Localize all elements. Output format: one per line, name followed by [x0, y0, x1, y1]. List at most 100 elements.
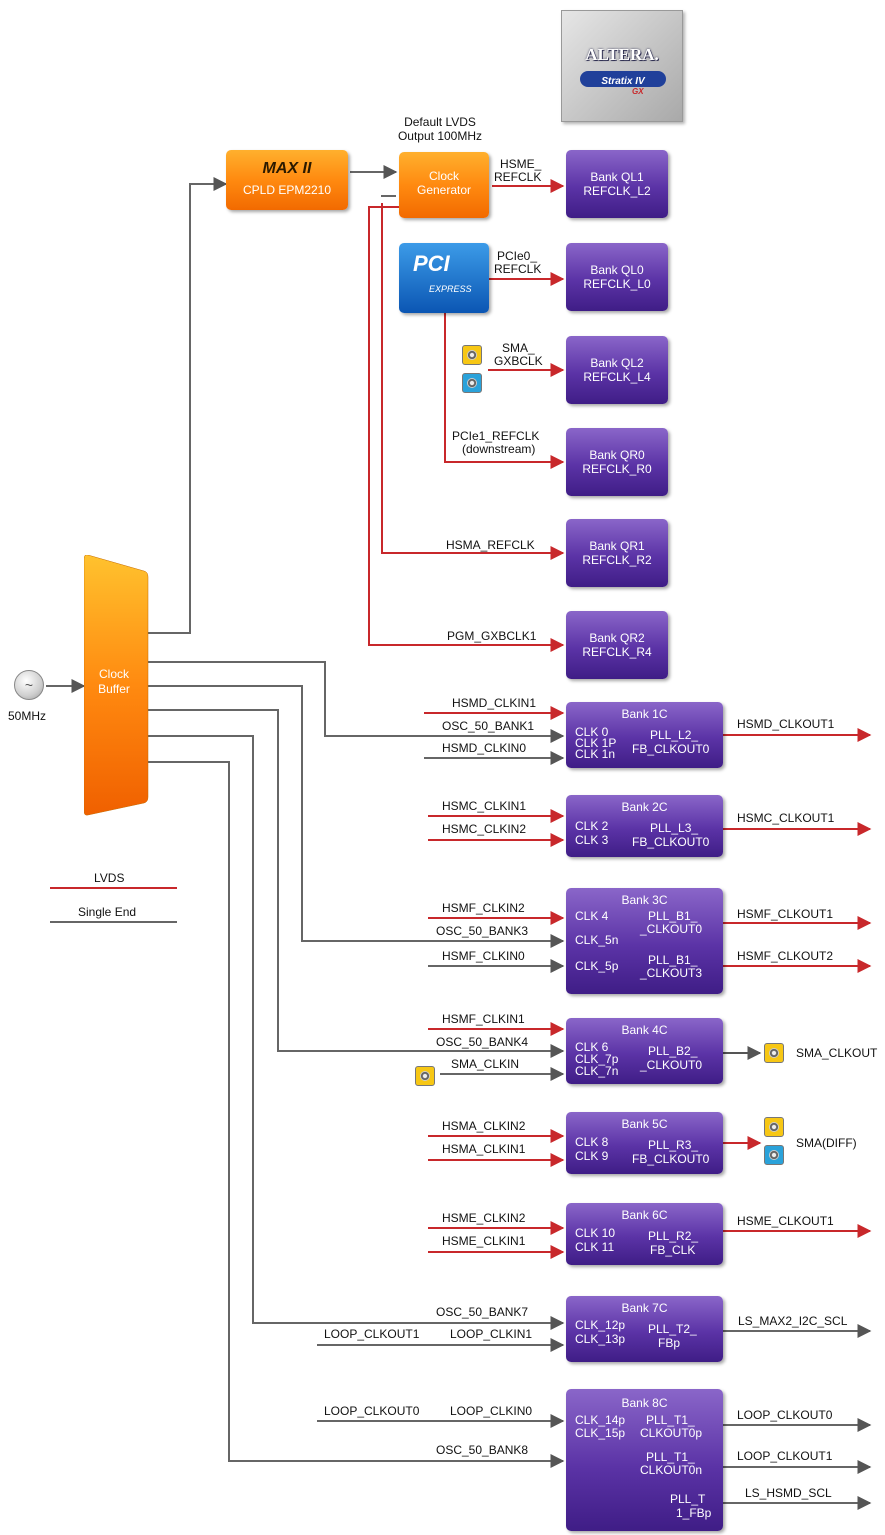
max2-cpld-block: MAX II CPLD EPM2210 — [226, 150, 348, 210]
signal-hsme-clkin1: HSME_CLKIN1 — [442, 1234, 526, 1248]
sma-clkout-connector-icon — [764, 1043, 784, 1063]
oscillator-50mhz-icon: ~ — [14, 670, 44, 700]
bank-1c: Bank 1C CLK 0 CLK 1P CLK 1n PLL_L2_ FB_C… — [566, 702, 723, 768]
pll-label: CLKOUT0p — [640, 1426, 703, 1440]
clk-label: CLK 10 — [575, 1226, 616, 1240]
signal-hsma-refclk: HSMA_REFCLK — [446, 538, 535, 552]
pll-label: CLKOUT0n — [640, 1463, 703, 1477]
bank-2c: Bank 2C CLK 2 CLK 3 PLL_L3_ FB_CLKOUT0 — [566, 795, 723, 857]
pll-label: 1_FBp — [676, 1506, 712, 1520]
clk-label: CLK_14p — [575, 1413, 626, 1427]
signal-hsma-clkin2: HSMA_CLKIN2 — [442, 1119, 526, 1133]
signal-ls-hsmd-scl: LS_HSMD_SCL — [745, 1486, 832, 1500]
signal-sma-clkin: SMA_CLKIN — [451, 1057, 520, 1071]
bank-name: Bank QR1 — [589, 539, 645, 553]
signal-hsmc-clkout1: HSMC_CLKOUT1 — [737, 811, 835, 825]
bank-5c: Bank 5C CLK 8 CLK 9 PLL_R3_ FB_CLKOUT0 — [566, 1112, 723, 1174]
bank-qr0: Bank QR0 REFCLK_R0 — [566, 428, 668, 496]
clock-gen-label-2: Generator — [416, 183, 472, 197]
pci-express-logo: PCI EXPRESS — [399, 243, 489, 313]
signal-sma-diff: SMA(DIFF) — [796, 1136, 857, 1150]
pll-label: PLL_B1_ — [648, 909, 698, 923]
bank-refclk: REFCLK_L4 — [583, 370, 651, 384]
clk-label: CLK 1n — [575, 747, 616, 761]
signal-pcie1-refclk-1: PCIe1_REFCLK — [452, 429, 540, 443]
signal-hsme-refclk-2: REFCLK — [494, 170, 542, 184]
pll-label: FB_CLK — [650, 1243, 696, 1257]
clk-label: CLK 6 — [575, 1040, 609, 1054]
clk-label: CLK 3 — [575, 833, 609, 847]
clk-label: CLK 9 — [575, 1149, 609, 1163]
signal-loop-clkout1-out: LOOP_CLKOUT1 — [737, 1449, 833, 1463]
signal-osc-50-bank8: OSC_50_BANK8 — [436, 1443, 529, 1457]
signal-osc-50-bank3: OSC_50_BANK3 — [436, 924, 529, 938]
signal-osc-50-bank4: OSC_50_BANK4 — [436, 1035, 529, 1049]
bank-ql0: Bank QL0 REFCLK_L0 — [566, 243, 668, 311]
clk-label: CLK 1P — [575, 736, 617, 750]
signal-ls-max2-i2c-scl: LS_MAX2_I2C_SCL — [738, 1314, 848, 1328]
pll-label: PLL_R3_ — [648, 1138, 699, 1152]
bank-8c: Bank 8C CLK_14p CLK_15p PLL_T1_ CLKOUT0p… — [566, 1389, 723, 1531]
signal-hsme-refclk-1: HSME_ — [500, 157, 542, 171]
legend-single-end-label: Single End — [78, 905, 137, 919]
sma-diff-connector-icon — [764, 1117, 784, 1137]
altera-brand: ALTERA. — [585, 45, 659, 64]
clk-label: CLK_12p — [575, 1318, 626, 1332]
bank-refclk: REFCLK_L0 — [583, 277, 651, 291]
clk-label: CLK_7n — [575, 1064, 619, 1078]
pci-small: EXPRESS — [429, 284, 472, 294]
bank-ql2: Bank QL2 REFCLK_L4 — [566, 336, 668, 404]
max2-label: CPLD EPM2210 — [242, 183, 332, 197]
pll-label: FB_CLKOUT0 — [632, 835, 710, 849]
bank-refclk: REFCLK_R2 — [582, 553, 652, 567]
signal-pcie1-refclk-2: (downstream) — [462, 442, 536, 456]
pll-label: FB_CLKOUT0 — [632, 1152, 710, 1166]
stratix-label: Stratix IV — [601, 76, 645, 87]
bank-name: Bank QL0 — [590, 263, 644, 277]
signal-pcie0-refclk-2: REFCLK — [494, 262, 542, 276]
signal-hsmf-clkin0: HSMF_CLKIN0 — [442, 949, 525, 963]
bank-title: Bank 3C — [621, 893, 668, 907]
clock-generator-block: Clock Generator — [399, 152, 489, 218]
clk-label: CLK 4 — [575, 909, 609, 923]
pll-label: PLL_T — [670, 1492, 706, 1506]
bank-name: Bank QR0 — [589, 448, 645, 462]
bank-7c: Bank 7C CLK_12p CLK_13p PLL_T2_ FBp — [566, 1296, 723, 1362]
legend-lvds-label: LVDS — [94, 871, 125, 885]
bank-refclk: REFCLK_R0 — [582, 462, 652, 476]
pll-label: PLL_R2_ — [648, 1229, 699, 1243]
signal-hsmf-clkin1: HSMF_CLKIN1 — [442, 1012, 525, 1026]
clock-buffer-block — [84, 555, 149, 816]
pll-label: PLL_L3_ — [650, 821, 699, 835]
signal-loop-clkin0: LOOP_CLKIN0 — [450, 1404, 533, 1418]
clock-gen-note-2: Output 100MHz — [397, 129, 483, 143]
signal-hsmf-clkout2: HSMF_CLKOUT2 — [737, 949, 834, 963]
clock-buffer-label-2: Buffer — [98, 682, 130, 696]
signal-loop-clkout1: LOOP_CLKOUT1 — [324, 1327, 420, 1341]
bank-refclk: REFCLK_L2 — [583, 184, 651, 198]
pll-label: _CLKOUT0 — [640, 922, 703, 936]
signal-loop-clkout0-out: LOOP_CLKOUT0 — [737, 1408, 833, 1422]
signal-hsme-clkout1: HSME_CLKOUT1 — [737, 1214, 834, 1228]
signal-sma-gxbclk-2: GXBCLK — [494, 354, 543, 368]
bank-name: Bank QL1 — [590, 170, 644, 184]
bank-4c: Bank 4C CLK 6 CLK_7p CLK_7n PLL_B2_ _CLK… — [566, 1018, 723, 1084]
pll-label: PLL_T1_ — [646, 1413, 695, 1427]
signal-hsmc-clkin2: HSMC_CLKIN2 — [442, 822, 527, 836]
altera-stratix-logo: ALTERA. Stratix IV GX — [561, 10, 683, 122]
bank-3c: Bank 3C CLK 4 CLK_5n CLK_5p PLL_B1_ _CLK… — [566, 888, 723, 994]
sma-clkin-connector-icon — [415, 1066, 435, 1086]
signal-hsmd-clkin1: HSMD_CLKIN1 — [452, 696, 537, 710]
signal-sma-gxbclk-1: SMA_ — [502, 341, 535, 355]
clk-label: CLK_5p — [575, 959, 619, 973]
clock-gen-label-1: Clock — [428, 169, 459, 183]
signal-sma-clkout: SMA_CLKOUT — [796, 1046, 878, 1060]
clk-label: CLK 0 — [575, 725, 609, 739]
pll-label: FBp — [658, 1336, 681, 1350]
bank-qr1: Bank QR1 REFCLK_R2 — [566, 519, 668, 587]
signal-hsma-clkin1: HSMA_CLKIN1 — [442, 1142, 526, 1156]
bank-title: Bank 5C — [621, 1117, 668, 1131]
pci-big: PCI — [413, 251, 450, 276]
signal-hsmf-clkin2: HSMF_CLKIN2 — [442, 901, 525, 915]
